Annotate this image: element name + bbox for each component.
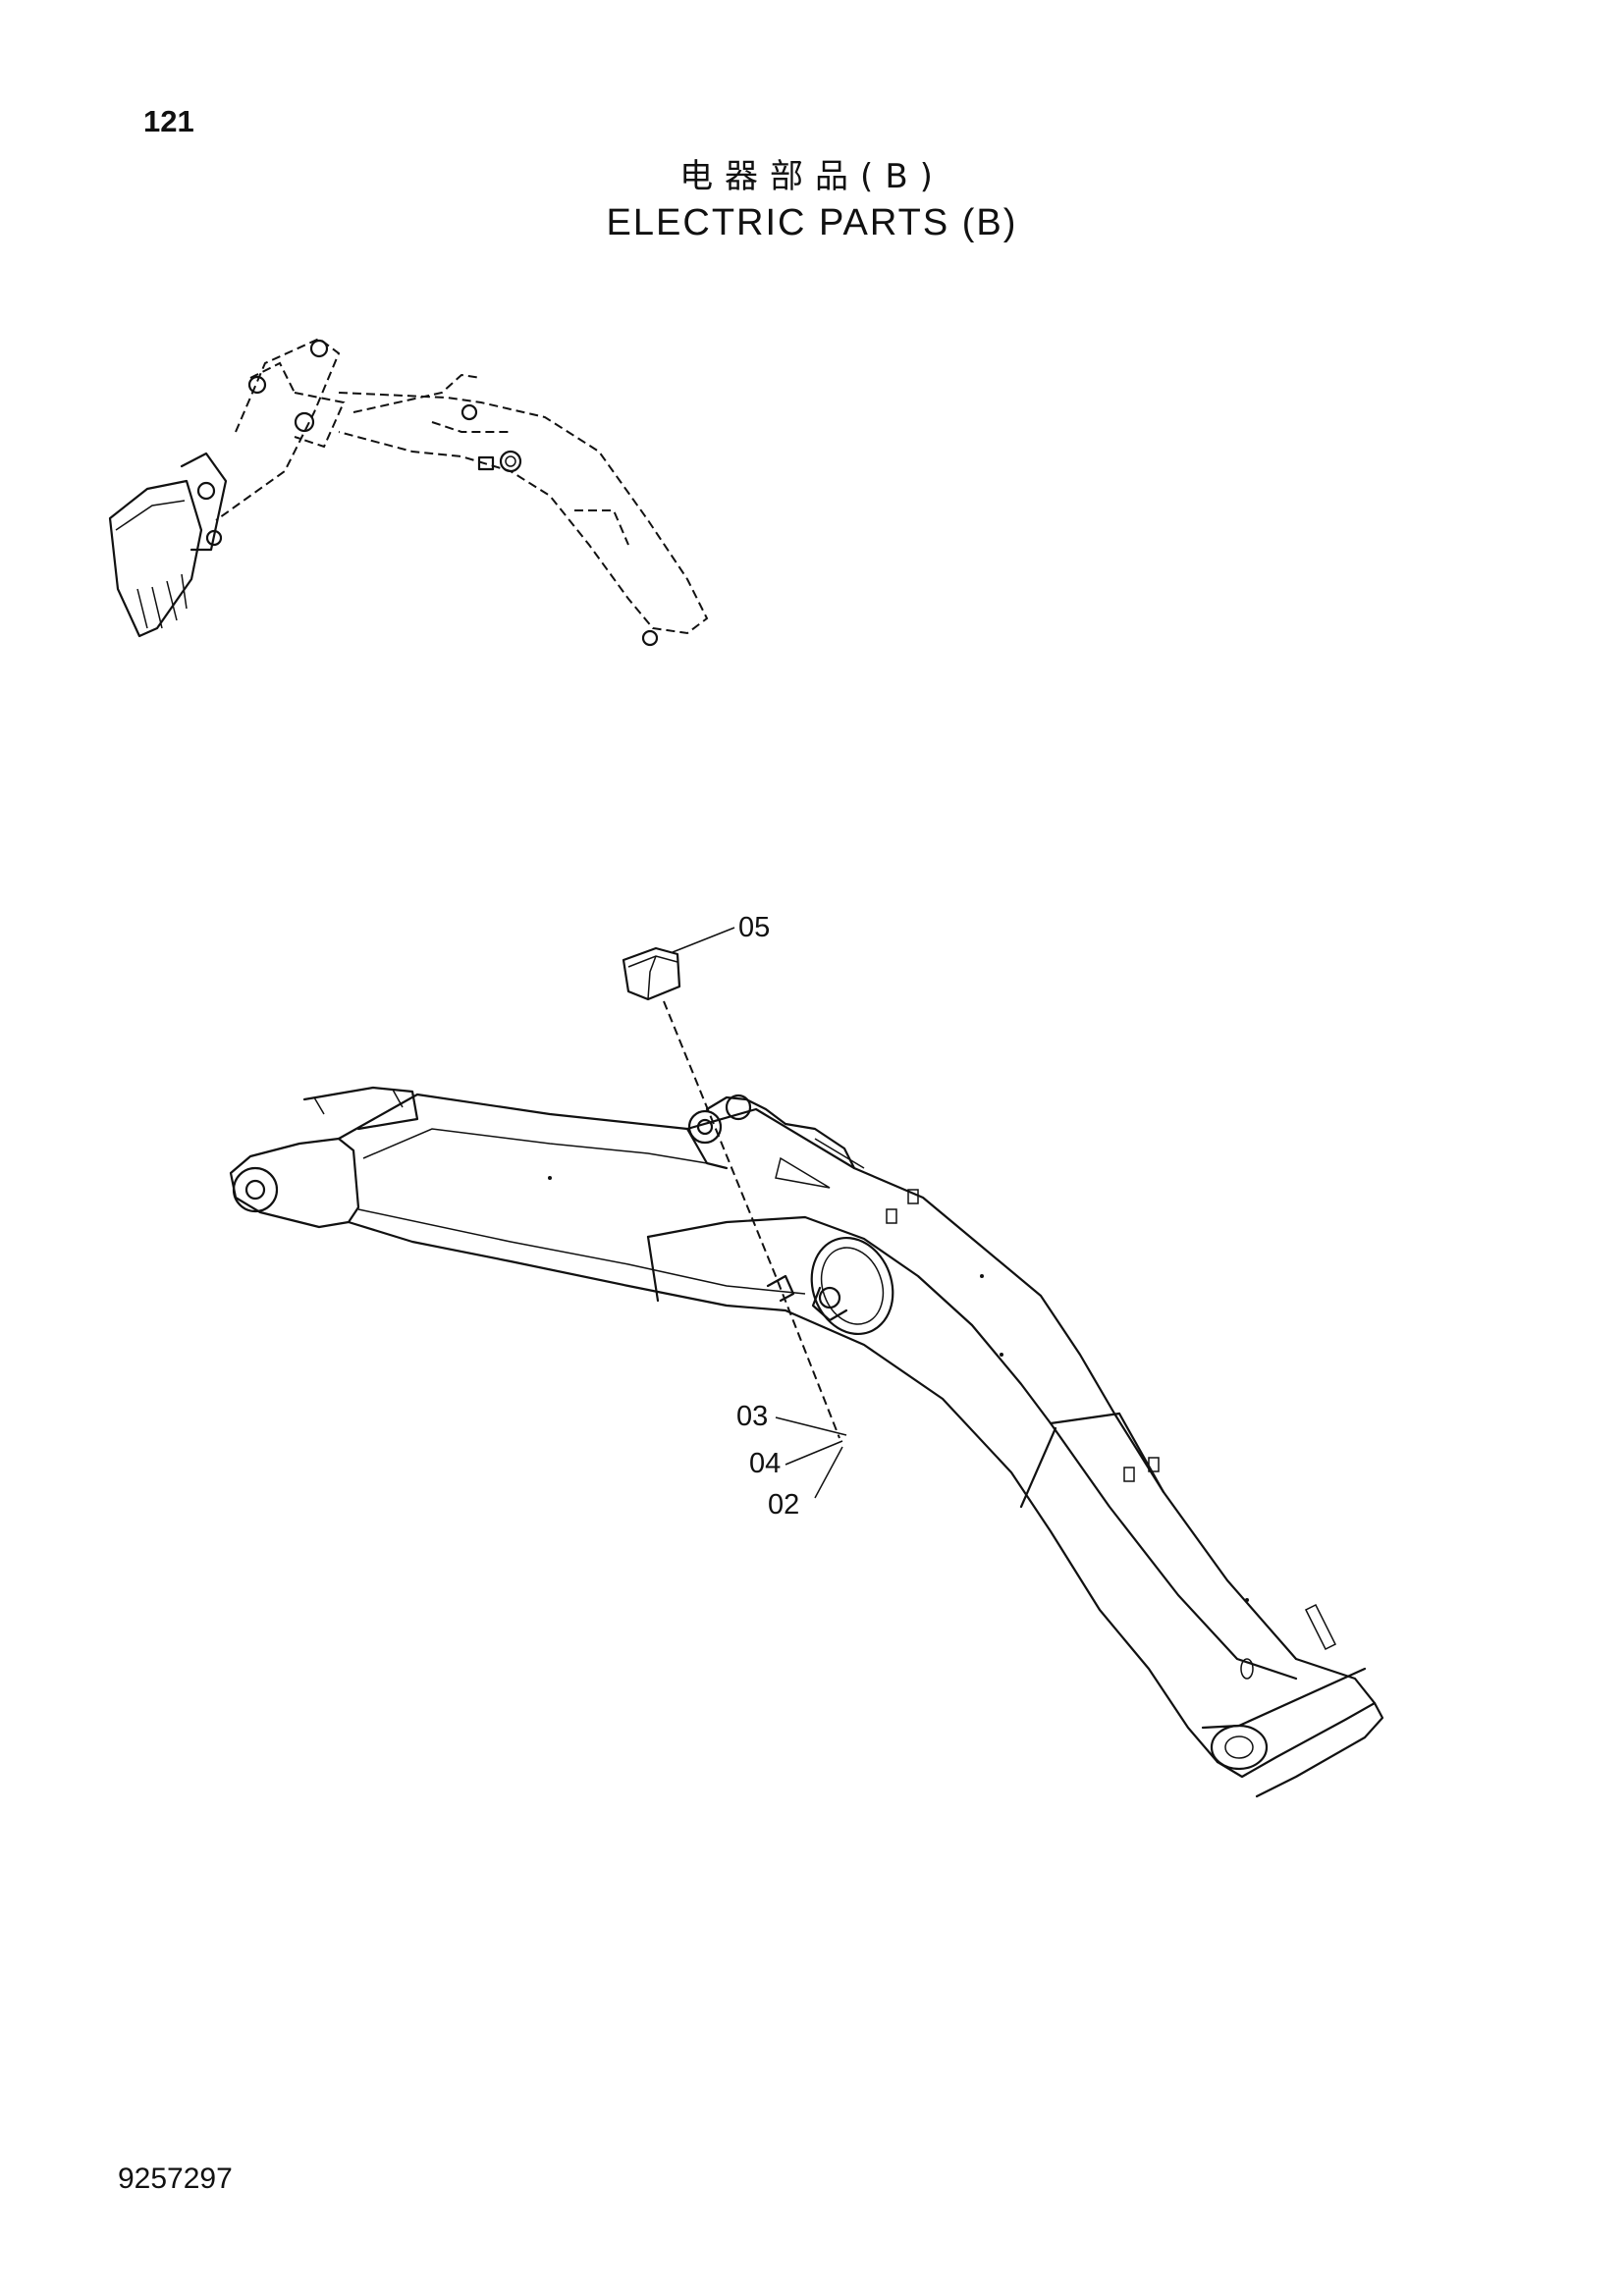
- document-number: 9257297: [118, 2163, 233, 2195]
- leader-02: [814, 1446, 843, 1499]
- leader-04: [785, 1440, 843, 1466]
- lamp-part: [622, 946, 681, 1001]
- assembly-line: [663, 1000, 840, 1439]
- overview-illustration: [108, 337, 709, 647]
- page-number: 121: [143, 104, 194, 138]
- leader-03: [775, 1416, 847, 1436]
- clamp-part: [766, 1274, 795, 1303]
- callout-04: 04: [749, 1448, 781, 1479]
- page-title-chinese: 电器部品(B): [679, 157, 945, 196]
- boom-illustration: [229, 1086, 1384, 1798]
- leader-05: [672, 927, 735, 953]
- callout-05: 05: [738, 912, 770, 943]
- callout-03: 03: [736, 1401, 768, 1432]
- page-title-english: ELECTRIC PARTS (B): [606, 202, 1018, 243]
- callout-02: 02: [768, 1489, 799, 1521]
